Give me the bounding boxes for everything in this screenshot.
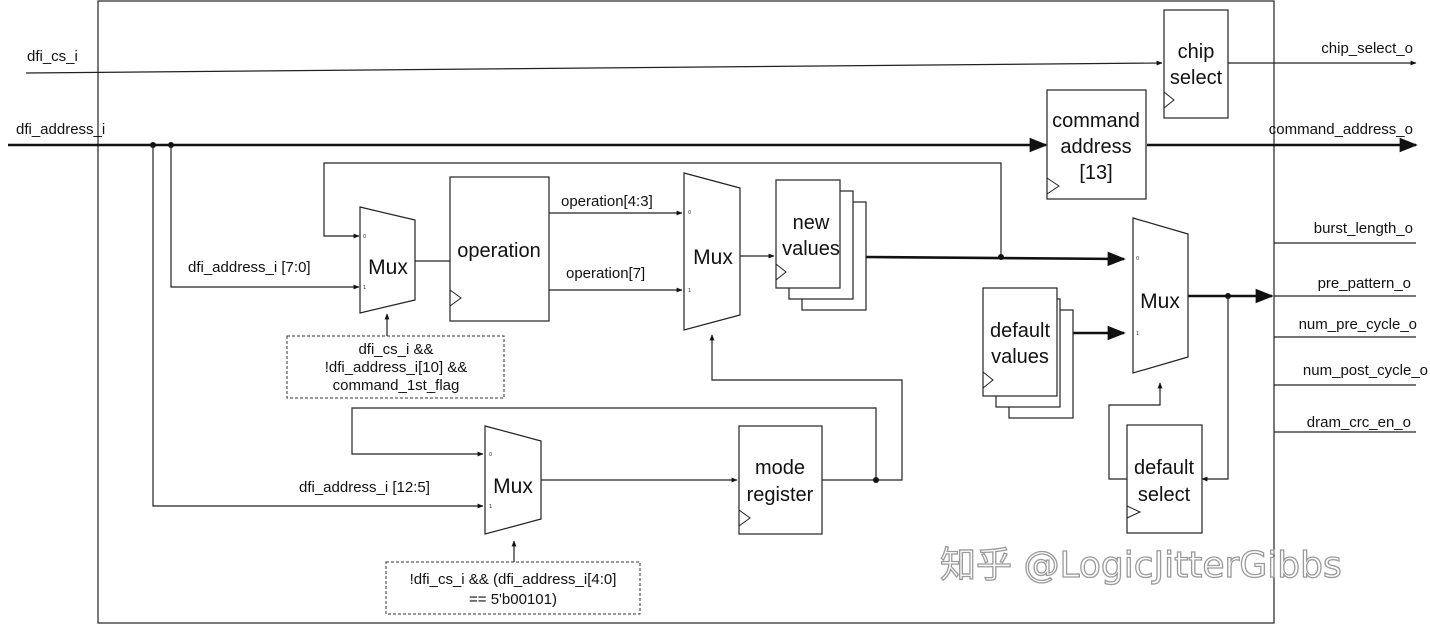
mux1-in1-tick: 1: [363, 285, 366, 291]
condition-2-line-1: !dfi_cs_i && (dfi_address_i[4:0]: [410, 571, 617, 588]
signal-op-7-label: operation[7]: [566, 265, 645, 282]
wire-addr-12-5: [152, 145, 484, 509]
new-values-block: [775, 179, 841, 289]
wire-new-values-out: [865, 251, 1126, 267]
mux1-label: Mux: [368, 256, 408, 279]
clock-icon: [1163, 91, 1175, 109]
wire-default-select-feedback: [1108, 382, 1163, 480]
operation-label: operation: [457, 240, 540, 262]
signal-addr-12-5-label: dfi_address_i [12:5]: [299, 479, 430, 496]
condition-2-line-2: == 5'b00101): [469, 591, 557, 608]
wire-to-default-select: [1201, 296, 1229, 482]
mode-register-label-2: register: [747, 484, 814, 506]
command-address-label-2: address: [1060, 136, 1131, 158]
default-values-label-1: default: [990, 320, 1050, 342]
output-pre-pattern-label: pre_pattern_o: [1318, 275, 1411, 292]
condition-box-2: [385, 561, 641, 615]
signal-addr-7-0-label: dfi_address_i [7:0]: [188, 259, 311, 276]
output-command-address-label: command_address_o: [1269, 121, 1413, 138]
mode-register-label-1: mode: [755, 457, 805, 479]
signal-op-4-3-label: operation[4:3]: [561, 193, 653, 210]
clock-icon: [982, 371, 994, 389]
mux3-in0-tick: 0: [489, 452, 492, 458]
new-values-label-1: new: [793, 212, 830, 234]
mux4-in0-tick: 0: [1136, 256, 1139, 262]
module-boundary: [97, 0, 1275, 624]
input-dfi-cs-label: dfi_cs_i: [27, 48, 78, 65]
condition-1-line-1: dfi_cs_i &&: [358, 341, 433, 358]
operation-block: [449, 176, 550, 322]
chip-select-label-1: chip: [1178, 41, 1215, 63]
default-select-label-2: select: [1138, 484, 1191, 506]
mux3: [484, 425, 542, 535]
input-dfi-address-label: dfi_address_i: [16, 121, 105, 138]
output-burst-length-label: burst_length_o: [1314, 220, 1413, 237]
clock-icon: [775, 263, 787, 281]
clock-icon: [738, 509, 751, 527]
condition-box-1: [286, 335, 505, 399]
mux2-in1-tick: 1: [688, 288, 691, 294]
command-address-label-1: command: [1052, 110, 1140, 132]
mux1-in0-tick: 0: [363, 234, 366, 240]
output-num-pre-cycle-label: num_pre_cycle_o: [1299, 316, 1417, 333]
mux2-label: Mux: [693, 246, 733, 269]
output-dram-crc-en-label: dram_crc_en_o: [1307, 414, 1411, 431]
mux4-in1-tick: 1: [1136, 331, 1139, 337]
chip-select-block: [1163, 9, 1229, 119]
mux2: [683, 172, 741, 331]
mux3-label: Mux: [493, 475, 533, 498]
wire-addr-7-0: [170, 145, 360, 290]
mode-register-block: [738, 425, 823, 535]
mux2-in0-tick: 0: [688, 210, 691, 216]
wire-dfi-cs: [25, 60, 1163, 74]
wire-mode-register-feedback: [351, 407, 877, 480]
mux3-in1-tick: 1: [489, 504, 492, 510]
mux4-label: Mux: [1140, 290, 1180, 313]
default-values-label-2: values: [991, 346, 1049, 368]
watermark: 知乎 @LogicJitterGibbs: [940, 545, 1342, 586]
mux4: [1132, 217, 1189, 374]
command-address-block: [1046, 89, 1147, 200]
default-values-block: [982, 287, 1058, 397]
output-chip-select-label: chip_select_o: [1321, 40, 1413, 57]
clock-icon: [449, 289, 462, 307]
clock-icon: [1126, 505, 1142, 519]
output-num-post-cycle-label: num_post_cycle_o: [1303, 362, 1428, 379]
default-select-label-1: default: [1134, 457, 1194, 479]
clock-icon: [1046, 177, 1060, 195]
condition-1-line-2: !dfi_address_i[10] &&: [325, 359, 468, 376]
command-address-label-3: [13]: [1079, 162, 1112, 184]
junction-dot: [998, 254, 1004, 260]
chip-select-label-2: select: [1170, 67, 1223, 89]
default-select-block: [1126, 424, 1203, 534]
mux1: [359, 206, 416, 314]
new-values-label-2: values: [782, 238, 840, 260]
condition-1-line-3: command_1st_flag: [333, 377, 460, 394]
wire-feedback-new-values: [323, 162, 1002, 257]
